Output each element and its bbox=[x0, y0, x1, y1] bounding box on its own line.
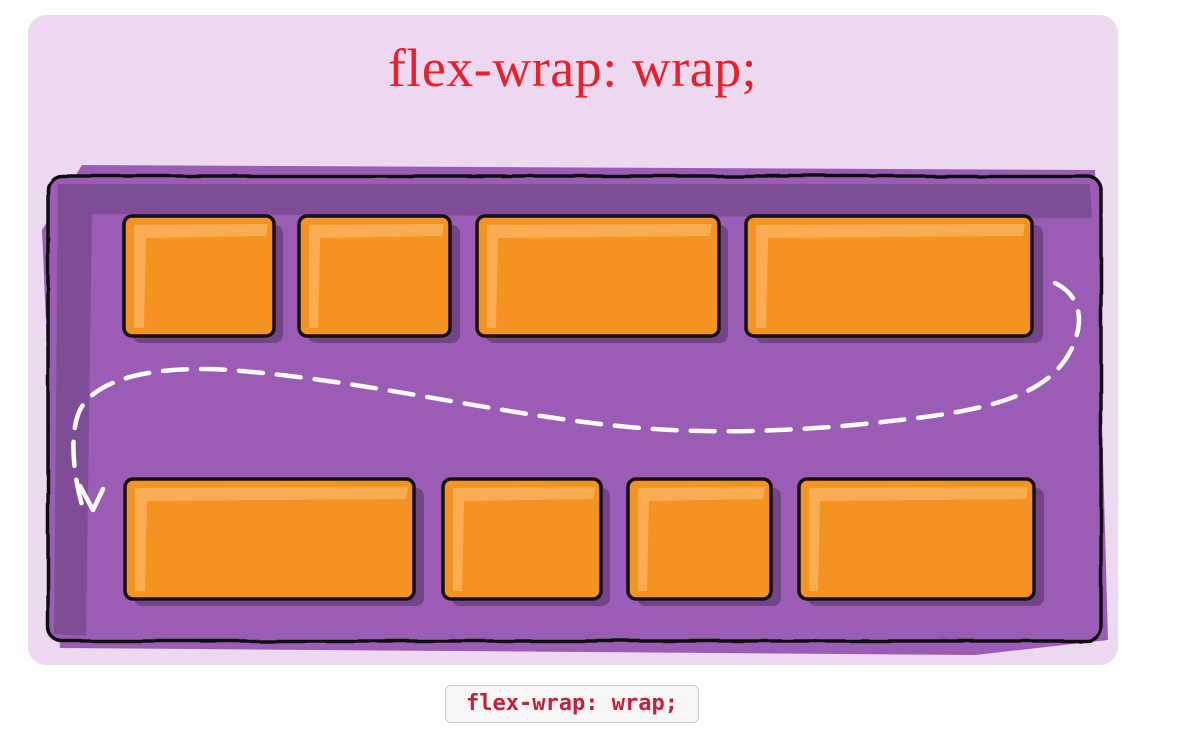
flex-item-4 bbox=[744, 214, 1043, 343]
flex-item-2 bbox=[297, 214, 460, 343]
illustration-title: flex-wrap: wrap; bbox=[387, 38, 758, 98]
code-caption: flex-wrap: wrap; bbox=[445, 685, 699, 723]
flex-item-1 bbox=[122, 214, 283, 343]
flex-row-1 bbox=[122, 214, 1043, 343]
flex-row-2 bbox=[123, 477, 1044, 606]
flex-item-7 bbox=[626, 477, 781, 606]
flex-item-8 bbox=[797, 477, 1044, 606]
container-outline bbox=[46, 174, 1103, 643]
flex-item-6 bbox=[441, 477, 610, 606]
flex-item-5 bbox=[123, 477, 424, 606]
dashed-wrap-arrow-icon bbox=[71, 280, 1082, 513]
flex-item-3 bbox=[475, 214, 728, 343]
